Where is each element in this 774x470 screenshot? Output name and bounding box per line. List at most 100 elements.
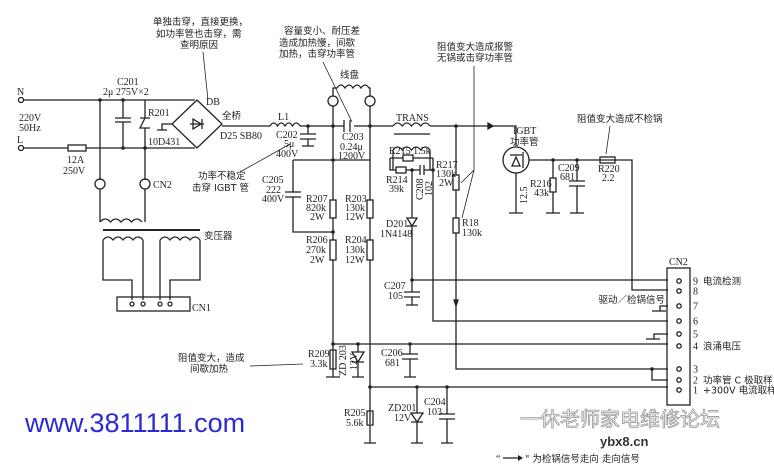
c202-label: C202 [276, 130, 298, 141]
c204-label: C204 [424, 397, 446, 408]
cn2-pin [676, 387, 682, 393]
r201-label: R201 [148, 108, 170, 119]
r220-note: 阻值变大造成不检锅 [577, 113, 663, 125]
r205-value: 5.6k [346, 418, 364, 429]
cn2-pin [676, 377, 682, 383]
cn2-pin-number: 2 [693, 376, 698, 387]
r207-power: 2W [310, 212, 325, 223]
c207-value: 105 [388, 291, 403, 302]
r217-value: 130k [436, 169, 456, 180]
cn2-pin-number: 4 [693, 342, 698, 353]
cn2-pin-number: 1 [693, 386, 698, 397]
c208-label: C208 [415, 178, 426, 200]
watermark-site: www.3811111.com [24, 408, 245, 438]
cn2-pin-number: 6 [693, 317, 698, 328]
coil-label: 线盘 [340, 69, 360, 81]
r209-note: 间歇加热 [190, 363, 229, 375]
zd201-label: ZD201 [388, 403, 416, 414]
legend: “ " 为检锅信号走向 走向信号 [496, 453, 640, 465]
fuse-rating-a: 12A [67, 155, 85, 166]
r214-resistor [395, 166, 407, 174]
terminal-l [17, 144, 25, 152]
r205-label: R205 [344, 408, 366, 419]
r216-value: 43k [534, 188, 549, 199]
cn2-terminal [139, 178, 151, 190]
cn2-pin-number: 9 [693, 277, 698, 288]
detection-network: R215 1.5k R214 39k C208 102 D201 1N4148 … [380, 126, 668, 370]
db-value: D25 SB80 [220, 131, 262, 142]
cn2-pin [676, 343, 682, 349]
r204-resistor [366, 239, 374, 261]
db-type: 全桥 [222, 110, 242, 122]
c202-note: 击穿 IGBT 管 [192, 182, 249, 194]
d201-value: 1N4148 [380, 229, 412, 240]
zd201-value: 12V [394, 413, 412, 424]
cn2-pin [676, 318, 682, 324]
cn2-left-label: CN2 [153, 180, 172, 191]
r209-value: 3.3k [310, 359, 328, 370]
l1-label: L1 [278, 112, 289, 123]
transformer-label: 变压器 [204, 230, 233, 242]
r206-value: 270k [306, 245, 326, 256]
r204-label: R204 [345, 235, 367, 246]
c203-value: 0.24μ [340, 142, 363, 153]
r203-value: 130k [345, 203, 365, 214]
c201-label: C201 [117, 77, 139, 88]
r201-value: 10D431 [148, 137, 180, 148]
cn2-pin [676, 366, 682, 372]
cn2-pin-desc: 浪涌电压 [703, 341, 742, 353]
cn2-pin-number: 8 [693, 287, 698, 298]
r204-power: 12W [345, 255, 365, 266]
r214-value: 39k [389, 184, 404, 195]
c202-voltage: 400V [276, 149, 299, 160]
coil-terminal [364, 95, 376, 107]
cn1-label: CN1 [192, 303, 211, 314]
cn2-pin-desc: 功率管 C 极取样 [703, 375, 773, 387]
r216-label: R216 [530, 179, 552, 190]
cn2-terminal [94, 178, 106, 190]
c203-note: 加热，击穿功率管 [279, 48, 355, 60]
watermark-forum-site: ybx8.cn [600, 434, 648, 449]
igbt-symbol [502, 146, 530, 174]
db-note: 如功率管也击穿，需 [156, 28, 242, 40]
label-freq: 50Hz [19, 123, 41, 134]
r214-label: R214 [386, 175, 408, 186]
legend-text: " 为检锅信号走向 走向信号 [525, 453, 640, 465]
cn2-pin-number: 5 [693, 330, 698, 341]
watermark-forum: 一休老师家电维修论坛 [520, 407, 720, 431]
r203-power: 12W [345, 212, 365, 223]
r206-power: 2W [310, 255, 325, 266]
c207-label: C207 [384, 281, 406, 292]
r217-label: R217 [436, 160, 458, 171]
cn2-pin [676, 278, 682, 284]
r215-label: R215 1.5k [389, 146, 431, 157]
zd203-label: ZD 203 [338, 345, 349, 376]
divider-network: C205 222 400V R207 820k 2W R203 130k 12W… [262, 126, 668, 444]
r206-label: R206 [306, 235, 328, 246]
cn2-pin [676, 288, 682, 294]
c205-voltage: 400V [262, 194, 285, 205]
cn2-pin-number: 7 [693, 302, 698, 313]
r18-label: R18 [462, 218, 479, 229]
annotations: 单独击穿，直接更换， 如功率管也击穿，需 查明原因 容量变小、耐压差 造成加热慢… [153, 16, 663, 375]
r203-resistor [366, 199, 374, 219]
r215-resistor [402, 154, 414, 162]
cn2-pin [676, 331, 682, 337]
igbt-voltage: 12.5 [519, 187, 530, 205]
r207-resistor [329, 199, 337, 219]
c201-value: 2μ 275V×2 [103, 87, 149, 98]
cn2-pin-number: 3 [693, 365, 698, 376]
r220-label: R220 [598, 164, 620, 175]
r217-note: 无锅或击穿功率管 [437, 52, 513, 64]
cn2-label: CN2 [669, 257, 688, 268]
igbt-section: IGBT 功率管 12.5 R216 43k C209 681 R220 2.2 [502, 126, 668, 291]
r220-value: 2.2 [602, 173, 615, 184]
r217-power: 2W [439, 178, 454, 189]
terminal-n [17, 96, 25, 104]
c203-label: C203 [342, 132, 364, 143]
c202-note: 功率不稳定 [198, 170, 246, 182]
c208-value: 102 [424, 181, 435, 196]
